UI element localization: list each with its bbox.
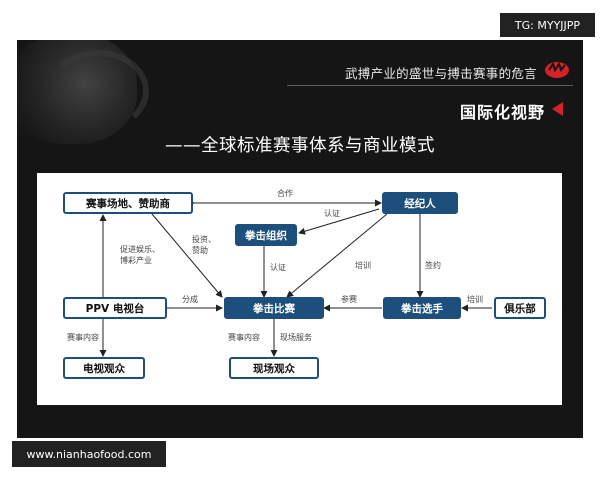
- label-invest: 投资、: [192, 235, 216, 244]
- node-live-audience: 现场观众: [229, 357, 319, 379]
- diagram-arrows: [99, 199, 492, 357]
- diagram: 赛事场地、赞助商 经纪人 拳击组织 PPV 电视台 拳击比赛 拳击选手 俱乐部 …: [37, 173, 562, 405]
- arrow-agent-org: [298, 208, 380, 235]
- node-ppv: PPV 电视台: [63, 297, 167, 319]
- node-agent: 经纪人: [382, 192, 458, 214]
- slide-subtitle: ——全球标准赛事体系与商业模式: [165, 136, 435, 156]
- label-sponsor: 赞助: [192, 246, 208, 255]
- node-boxer: 拳击选手: [383, 297, 461, 319]
- label-promote-entertainment: 促进娱乐、: [120, 245, 160, 254]
- node-boxing-match: 拳击比赛: [224, 297, 324, 319]
- label-train: 培训: [467, 295, 483, 304]
- label-match-content: 赛事内容: [67, 333, 99, 342]
- label-train: 培训: [355, 261, 371, 270]
- node-boxing-org: 拳击组织: [235, 224, 297, 246]
- label-onsite-service: 现场服务: [280, 333, 312, 342]
- node-club: 俱乐部: [494, 297, 546, 319]
- watermark-bottom: www.nianhaofood.com: [12, 441, 166, 467]
- node-venue-sponsor: 赛事场地、赞助商: [63, 192, 193, 214]
- label-share: 分成: [182, 295, 198, 304]
- label-sign: 签约: [425, 261, 441, 270]
- label-compete: 参赛: [341, 295, 357, 304]
- node-tv-audience: 电视观众: [63, 357, 145, 379]
- slide: 武搏产业的盛世与搏击赛事的危言 国际化视野 ——全球标准赛事体系与商业模式: [17, 40, 583, 438]
- slide-top-title: 武搏产业的盛世与搏击赛事的危言: [344, 66, 537, 81]
- boxing-glove-image: [47, 50, 149, 132]
- divider: [287, 85, 573, 86]
- arrow-venue-match: [151, 213, 223, 298]
- logo-icon: [545, 61, 569, 78]
- label-cooperate: 合作: [277, 189, 293, 198]
- label-certify: 认证: [270, 263, 286, 272]
- triangle-icon: [552, 102, 563, 116]
- section-title: 国际化视野: [459, 103, 545, 122]
- label-match-content: 赛事内容: [228, 333, 260, 342]
- arrow-agent-match: [286, 213, 388, 298]
- label-certify: 认证: [324, 209, 340, 218]
- watermark-top: TG: MYYJJPP: [500, 13, 595, 37]
- label-promote-gambling: 博彩产业: [120, 256, 152, 265]
